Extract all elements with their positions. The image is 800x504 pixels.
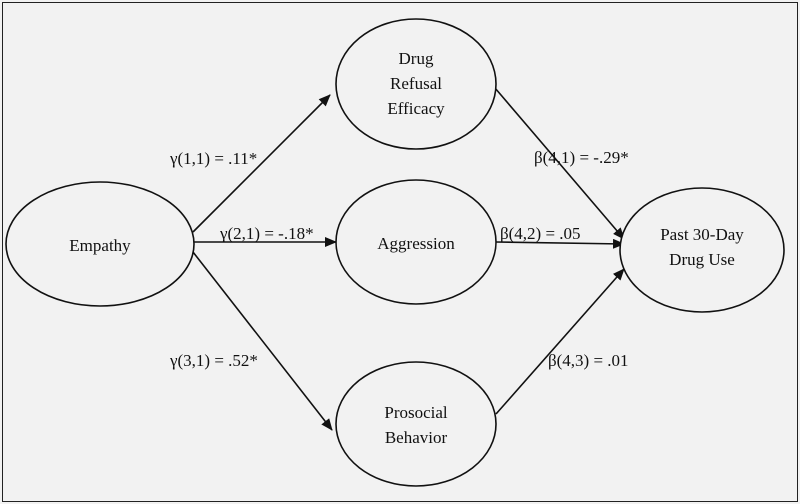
edge-prosocial-to-druguse <box>495 268 625 415</box>
edge-refusal-to-druguse <box>494 87 625 240</box>
node-drug-refusal-efficacy: Drug Refusal Efficacy <box>335 18 497 150</box>
edge-empathy-to-prosocial <box>192 251 333 431</box>
edge-aggression-to-druguse <box>495 238 625 249</box>
node-druguse-label-line1: Past 30-Day <box>660 225 744 244</box>
node-empathy: Empathy <box>5 181 195 307</box>
edge-label-gamma-3-1: γ(3,1) = .52* <box>169 351 258 370</box>
node-aggression: Aggression <box>335 179 497 305</box>
node-aggression-label: Aggression <box>377 234 455 253</box>
node-prosocial-behavior: Prosocial Behavior <box>335 361 497 487</box>
node-refusal-label-line1: Drug <box>399 49 434 68</box>
edge-label-beta-4-3: β(4,3) = .01 <box>548 351 629 370</box>
node-prosocial-label-line1: Prosocial <box>384 403 448 422</box>
edge-label-gamma-2-1: γ(2,1) = -.18* <box>219 224 314 243</box>
node-past-30-day-drug-use: Past 30-Day Drug Use <box>619 187 785 313</box>
node-refusal-label-line3: Efficacy <box>387 99 445 118</box>
node-refusal-label-line2: Refusal <box>390 74 442 93</box>
edge-label-beta-4-2: β(4,2) = .05 <box>500 224 581 243</box>
edge-empathy-to-refusal <box>192 94 331 233</box>
edge-label-gamma-1-1: γ(1,1) = .11* <box>169 149 257 168</box>
edge-label-beta-4-1: β(4,1) = -.29* <box>534 148 629 167</box>
node-prosocial-label-line2: Behavior <box>385 428 448 447</box>
node-druguse-label-line2: Drug Use <box>669 250 735 269</box>
node-empathy-label: Empathy <box>69 236 131 255</box>
